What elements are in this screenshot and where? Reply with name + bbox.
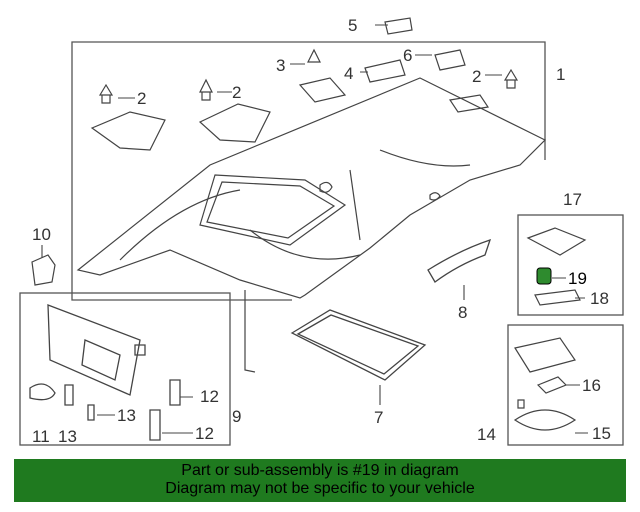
- headliner-panel: [76, 77, 547, 373]
- callout-16: 16: [582, 376, 601, 395]
- dome-lamp-14: [513, 337, 577, 431]
- clip-2-left: [98, 83, 114, 104]
- sun-visor: [29, 304, 181, 441]
- callout-2-right: 2: [472, 67, 481, 86]
- group-box-14: [507, 324, 624, 446]
- clip-2-middle: [199, 78, 213, 101]
- callout-9: 9: [232, 407, 241, 426]
- callout-4: 4: [344, 64, 353, 83]
- clip-3: [298, 48, 347, 103]
- grab-handle-8: [427, 238, 492, 283]
- info-banner-line2: Diagram may not be specific to your vehi…: [165, 480, 475, 497]
- callout-19: 19: [568, 269, 587, 288]
- callout-5: 5: [348, 16, 357, 35]
- bracket-middle: [198, 103, 271, 143]
- callout-13-right: 13: [117, 406, 136, 425]
- callout-14: 14: [477, 425, 496, 444]
- info-banner-line1: Part or sub-assembly is #19 in diagram: [181, 462, 459, 479]
- sunroof-seal-7: [290, 309, 427, 381]
- clip-10: [31, 254, 56, 286]
- bracket-6: [434, 49, 466, 71]
- group-box-17: [517, 214, 624, 316]
- callout-8: 8: [458, 303, 467, 322]
- group-box-1: [71, 41, 546, 301]
- callout-18: 18: [590, 289, 609, 308]
- callout-3: 3: [276, 56, 285, 75]
- callout-1: 1: [556, 65, 565, 84]
- bulb-19-highlighted: [536, 267, 552, 285]
- callout-12-lower: 12: [195, 424, 214, 443]
- callout-17: 17: [563, 190, 582, 209]
- callout-6: 6: [403, 46, 412, 65]
- bracket-left: [90, 111, 166, 151]
- map-lamp-17: [526, 227, 587, 306]
- parts-diagram: 1 2 2 2 3 4 5 6 7 8 9 10 11 12 12 13 13 …: [19, 16, 624, 446]
- callout-2-left: 2: [137, 89, 146, 108]
- callout-15: 15: [592, 424, 611, 443]
- group-box-9: [19, 292, 231, 446]
- clip-2-right: [503, 68, 519, 89]
- callout-7: 7: [374, 408, 383, 427]
- bracket-5: [384, 17, 413, 35]
- callout-10: 10: [32, 225, 51, 244]
- callout-2-middle: 2: [232, 83, 241, 102]
- callout-12-upper: 12: [200, 387, 219, 406]
- callout-13-left: 13: [58, 427, 77, 446]
- bracket-4: [364, 59, 406, 83]
- info-banner: Part or sub-assembly is #19 in diagram D…: [14, 459, 626, 502]
- callout-11: 11: [32, 427, 50, 446]
